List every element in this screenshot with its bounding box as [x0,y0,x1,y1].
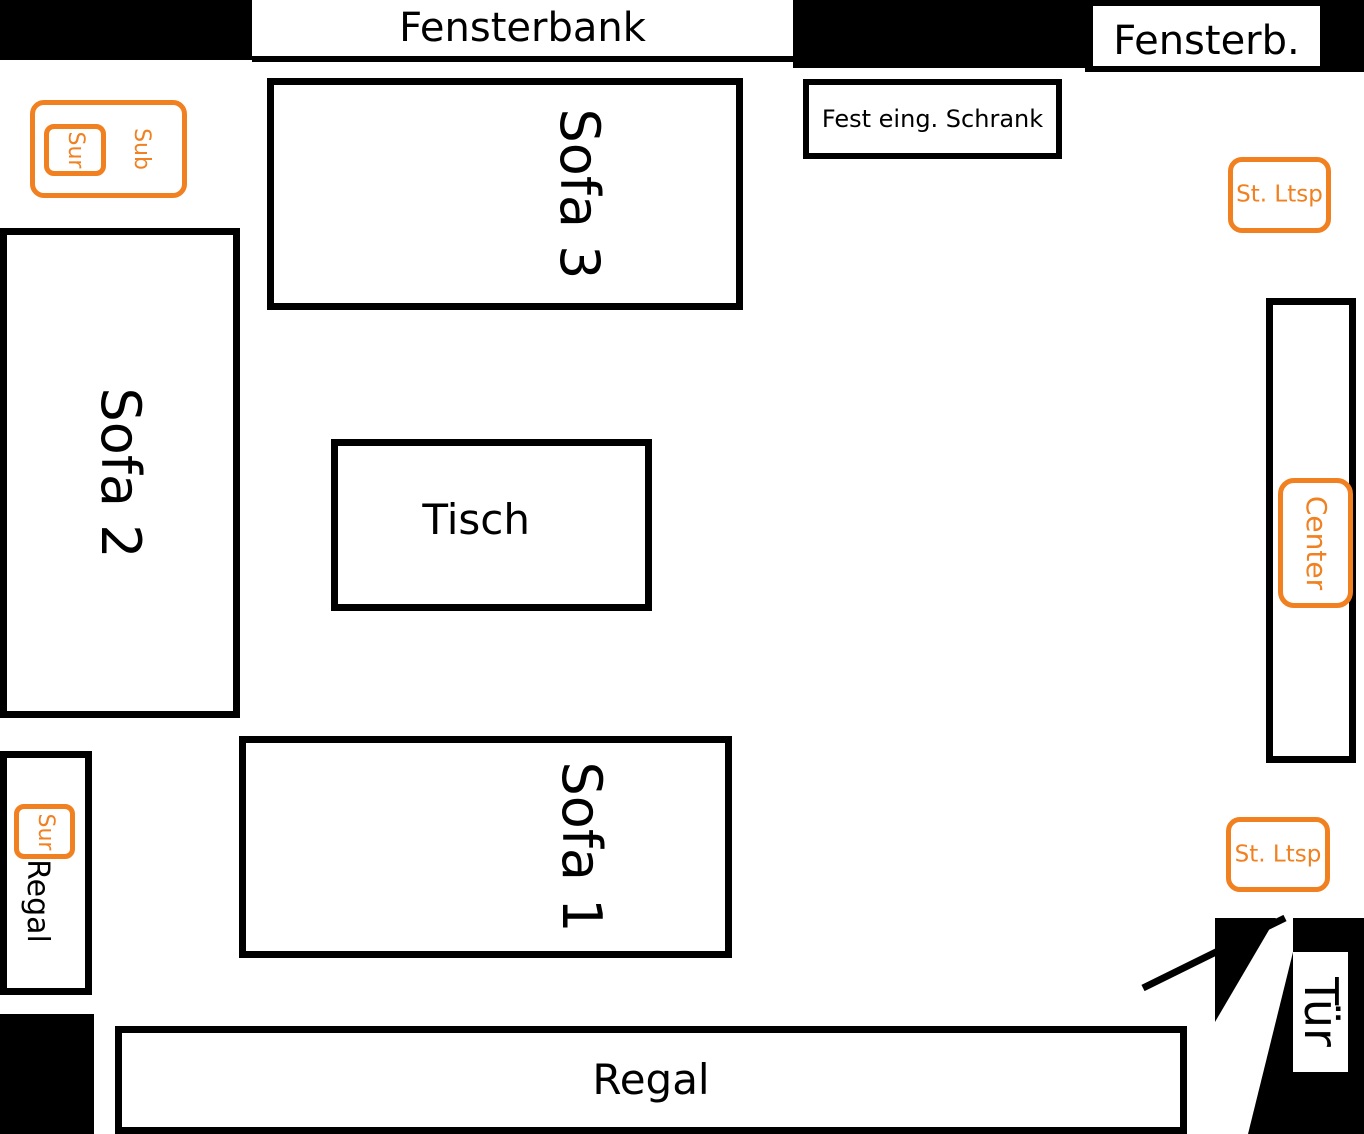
table-label: Tisch [422,495,530,545]
shelf-left: Regal [0,751,92,995]
door-leaf-line [1141,914,1287,992]
surround-speaker-bottom: Sur [14,804,75,859]
front-speaker-bottom-label: St. Ltsp [1234,841,1322,867]
center-speaker: Center [1278,478,1353,608]
front-speaker-bottom: St. Ltsp [1226,817,1330,892]
shelf-bottom-label: Regal [592,1055,710,1104]
front-speaker-top: St. Ltsp [1228,157,1331,233]
sofa-1: Sofa 1 [239,736,732,958]
door-label-panel: Tür [1293,952,1348,1072]
wall-top-left [0,0,252,60]
surround-speaker-top: Sur [44,124,106,176]
surround-speaker-bottom-label: Sur [32,813,58,850]
surround-speaker-top-label: Sur [63,131,88,169]
table: Tisch [331,439,652,611]
shelf-bottom: Regal [115,1026,1187,1134]
front-speaker-top-label: St. Ltsp [1236,181,1323,208]
sofa-3: Sofa 3 [267,78,743,310]
fensterb-label: Fensterb. [1113,17,1300,64]
sofa-2: Sofa 2 [0,228,240,718]
built-in-cabinet: Fest eing. Schrank [803,79,1062,159]
center-speaker-label: Center [1299,495,1333,591]
wall-top-middle [793,0,1093,68]
door-slab [1215,918,1293,1134]
subwoofer-label: Sub [128,128,154,170]
fensterbank-label: Fensterbank [399,5,646,51]
built-in-cabinet-label: Fest eing. Schrank [821,105,1044,133]
fensterbank: Fensterbank [252,0,793,62]
fensterb: Fensterb. [1093,6,1320,66]
wall-bottom-left [0,1014,94,1134]
